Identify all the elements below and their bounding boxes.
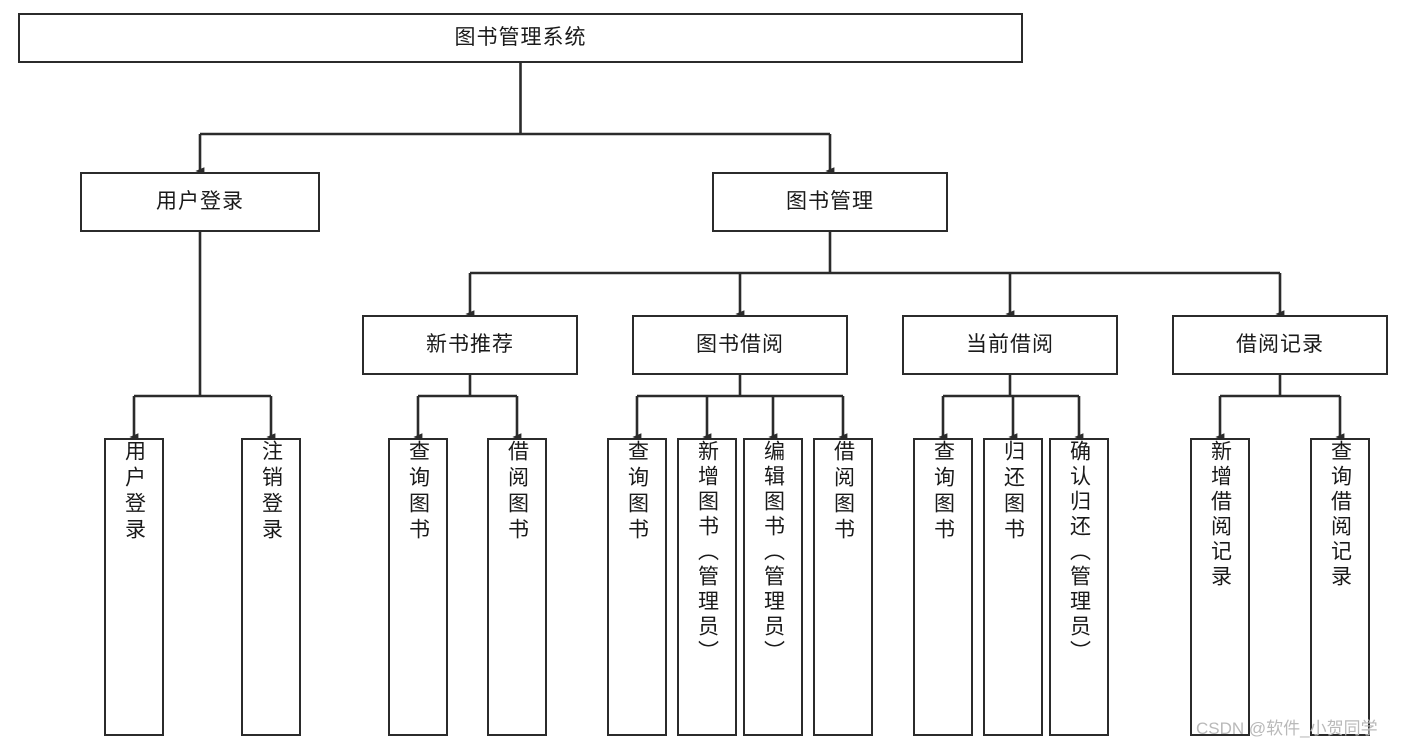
- node-new-book-rec[interactable]: 新书推荐: [362, 315, 578, 375]
- node-leaf-edit-book[interactable]: 编辑图书（管理员）: [743, 438, 803, 736]
- node-leaf-return-book[interactable]: 归还图书: [983, 438, 1043, 736]
- node-book-manage[interactable]: 图书管理: [712, 172, 948, 232]
- node-book-borrow[interactable]: 图书借阅: [632, 315, 848, 375]
- node-current-borrow[interactable]: 当前借阅: [902, 315, 1118, 375]
- node-leaf-query-book-borrow[interactable]: 查询图书: [607, 438, 667, 736]
- node-root-system[interactable]: 图书管理系统: [18, 13, 1023, 63]
- node-leaf-query-record[interactable]: 查询借阅记录: [1310, 438, 1370, 736]
- node-user-login[interactable]: 用户登录: [80, 172, 320, 232]
- node-label: 确认归还（管理员）: [1067, 440, 1091, 665]
- node-label: 当前借阅: [966, 333, 1054, 357]
- node-label: 用户登录: [156, 190, 244, 214]
- node-label: 借阅图书: [831, 440, 855, 544]
- node-label: 编辑图书（管理员）: [761, 440, 785, 665]
- node-leaf-add-book[interactable]: 新增图书（管理员）: [677, 438, 737, 736]
- node-label: 查询借阅记录: [1328, 440, 1352, 590]
- node-label: 借阅记录: [1236, 333, 1324, 357]
- node-label: 新增图书（管理员）: [695, 440, 719, 665]
- node-label: 查询图书: [406, 440, 430, 544]
- node-leaf-query-book-cur[interactable]: 查询图书: [913, 438, 973, 736]
- node-leaf-logout[interactable]: 注销登录: [241, 438, 301, 736]
- node-label: 图书管理系统: [454, 26, 587, 50]
- node-label: 新增借阅记录: [1208, 440, 1232, 590]
- node-leaf-add-record[interactable]: 新增借阅记录: [1190, 438, 1250, 736]
- node-label: 注销登录: [259, 440, 283, 544]
- node-label: 归还图书: [1001, 440, 1025, 544]
- node-leaf-borrow-book-rec[interactable]: 借阅图书: [487, 438, 547, 736]
- node-label: 新书推荐: [426, 333, 514, 357]
- node-label: 查询图书: [625, 440, 649, 544]
- node-borrow-record[interactable]: 借阅记录: [1172, 315, 1388, 375]
- node-leaf-query-book-rec[interactable]: 查询图书: [388, 438, 448, 736]
- node-leaf-user-login[interactable]: 用户登录: [104, 438, 164, 736]
- node-label: 借阅图书: [505, 440, 529, 544]
- node-label: 用户登录: [122, 440, 146, 544]
- node-leaf-confirm-return[interactable]: 确认归还（管理员）: [1049, 438, 1109, 736]
- node-leaf-borrow-book[interactable]: 借阅图书: [813, 438, 873, 736]
- csdn-watermark: CSDN @软件_小贺同学: [1196, 719, 1378, 738]
- node-label: 查询图书: [931, 440, 955, 544]
- node-label: 图书管理: [786, 190, 874, 214]
- node-label: 图书借阅: [696, 333, 784, 357]
